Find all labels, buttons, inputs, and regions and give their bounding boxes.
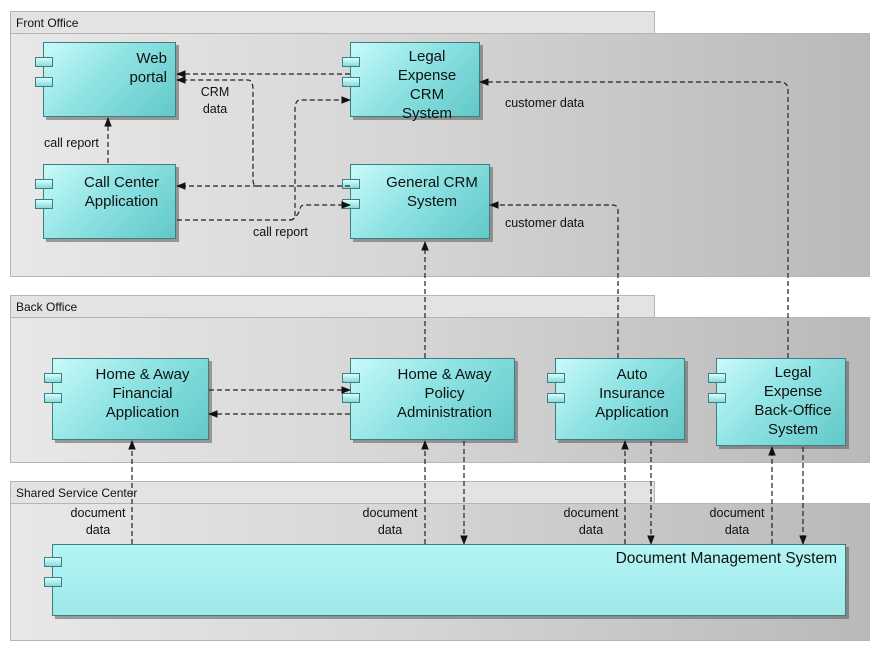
component-label: Document Management System [615, 550, 837, 567]
component-tab-icon [342, 57, 360, 67]
zone-tab-back-office: Back Office [10, 295, 655, 317]
component-label: Legal Expense CRM System [397, 48, 457, 122]
flow-label-crm-data: CRM data [200, 85, 230, 116]
component-tab-icon [342, 393, 360, 403]
flow-label-document-data: document data [70, 506, 126, 537]
component-tab-icon [44, 393, 62, 403]
component-tab-icon [708, 373, 726, 383]
component-tab-icon [547, 393, 565, 403]
flow-call-center-call-report [289, 201, 351, 221]
component-tab-icon [44, 577, 62, 587]
flow-call-center-to-general-crm [177, 96, 351, 221]
flow-label-call-report-bottom: call report [253, 225, 308, 239]
flow-label-customer-data-top: customer data [505, 96, 585, 110]
component-home-away-policy[interactable]: Home & Away Policy Administration [342, 358, 515, 440]
component-label: Home & Away Policy Administration [396, 366, 493, 421]
component-label: Auto Insurance Application [595, 366, 669, 421]
flow-label-document-data: document data [362, 506, 418, 537]
component-tab-icon [547, 373, 565, 383]
flow-legal-backoffice-to-legal-crm [479, 78, 789, 358]
component-tab-icon [35, 179, 53, 189]
zone-tab-front-office: Front Office [10, 11, 655, 33]
flow-label-document-data: document data [563, 506, 619, 537]
component-tab-icon [44, 373, 62, 383]
component-home-away-financial[interactable]: Home & Away Financial Application [44, 358, 209, 440]
flow-label-document-data: document data [709, 506, 765, 537]
flow-label-call-report-vertical: call report [44, 136, 99, 150]
zone-tab-shared-service-center: Shared Service Center [10, 481, 655, 503]
component-legal-expense-back-office[interactable]: Legal Expense Back-Office System [708, 358, 846, 446]
component-call-center-application[interactable]: Call Center Application [35, 164, 176, 239]
component-label: Call Center Application [83, 174, 160, 210]
flow-crm-data-bus [176, 76, 350, 187]
component-legal-expense-crm[interactable]: Legal Expense CRM System [342, 42, 480, 122]
component-general-crm[interactable]: General CRM System [342, 164, 490, 239]
component-tab-icon [35, 57, 53, 67]
flow-auto-to-general-crm [489, 201, 619, 358]
flow-label-customer-data-mid: customer data [505, 216, 585, 230]
component-label: Web portal [129, 50, 167, 86]
component-tab-icon [342, 373, 360, 383]
component-tab-icon [35, 199, 53, 209]
component-tab-icon [44, 557, 62, 567]
component-web-portal[interactable]: Web portal [35, 42, 176, 117]
component-tab-icon [342, 77, 360, 87]
component-label: Home & Away Financial Application [95, 366, 190, 421]
component-auto-insurance[interactable]: Auto Insurance Application [547, 358, 685, 440]
component-document-management-system[interactable]: Document Management System [44, 544, 846, 616]
component-tab-icon [35, 77, 53, 87]
component-label: Legal Expense Back-Office System [754, 364, 832, 438]
component-tab-icon [342, 179, 360, 189]
component-label: General CRM System [386, 174, 478, 210]
component-tab-icon [708, 393, 726, 403]
